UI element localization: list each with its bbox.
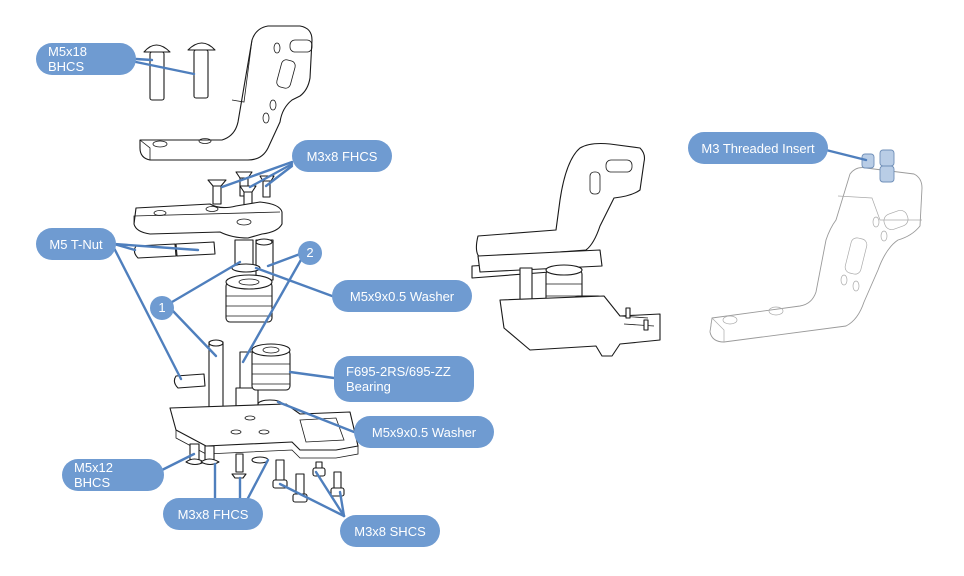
label-m5-t-nut: M5 T-Nut [36,228,116,260]
label-m3x8-fhcs-top: M3x8 FHCS [292,140,392,172]
label-m5x18-bhcs: M5x18 BHCS [36,43,136,75]
top-carriage-plate [133,201,283,239]
m5x18-bhcs-screw [143,44,171,101]
top-bracket [139,25,313,161]
m3-threaded-insert-parts [861,149,895,183]
label-text: M3x8 FHCS [306,148,378,164]
badge-spacer-2: 2 [298,241,322,265]
label-text: M5x9x0.5 Washer [349,288,455,304]
m5-t-nut [133,241,216,259]
m5x18-bhcs-screw [187,42,216,99]
label-text: M5x12 BHCS [74,460,114,490]
label-m3-threaded-insert: M3 Threaded Insert [688,132,828,164]
label-m5x9x05-washer-bottom: M5x9x0.5 Washer [354,416,494,448]
assembled-view [471,142,661,357]
label-text: F695-2RS/695-ZZ Bearing [346,364,451,394]
label-text: M3x8 FHCS [177,506,249,522]
label-text: M5 T-Nut [49,236,103,252]
label-m5x12-bhcs: M5x12 BHCS [62,459,164,491]
bearing-lower [251,343,291,391]
label-m5x9x05-washer-top: M5x9x0.5 Washer [332,280,472,312]
label-text: M3x8 SHCS [354,523,426,539]
badge-spacer-1: 1 [150,296,174,320]
exploded-view [133,25,359,503]
insert-view [709,149,923,343]
m5-t-nut-lower [173,373,206,389]
m3x8-shcs-screws [272,459,345,503]
label-text: M3 Threaded Insert [701,140,815,156]
bearing-upper [225,274,273,323]
label-text: M5x9x0.5 Washer [371,424,477,440]
label-text: M5x18 BHCS [48,44,88,74]
leader-lines [112,57,868,518]
m3x8-fhcs-bottom-screws [231,453,269,479]
spacer-upper [234,238,274,281]
label-m3x8-shcs: M3x8 SHCS [340,515,440,547]
label-f695-bearing: F695-2RS/695-ZZ Bearing [334,356,474,402]
standoff-lower [208,339,259,417]
label-m3x8-fhcs-bottom: M3x8 FHCS [163,498,263,530]
